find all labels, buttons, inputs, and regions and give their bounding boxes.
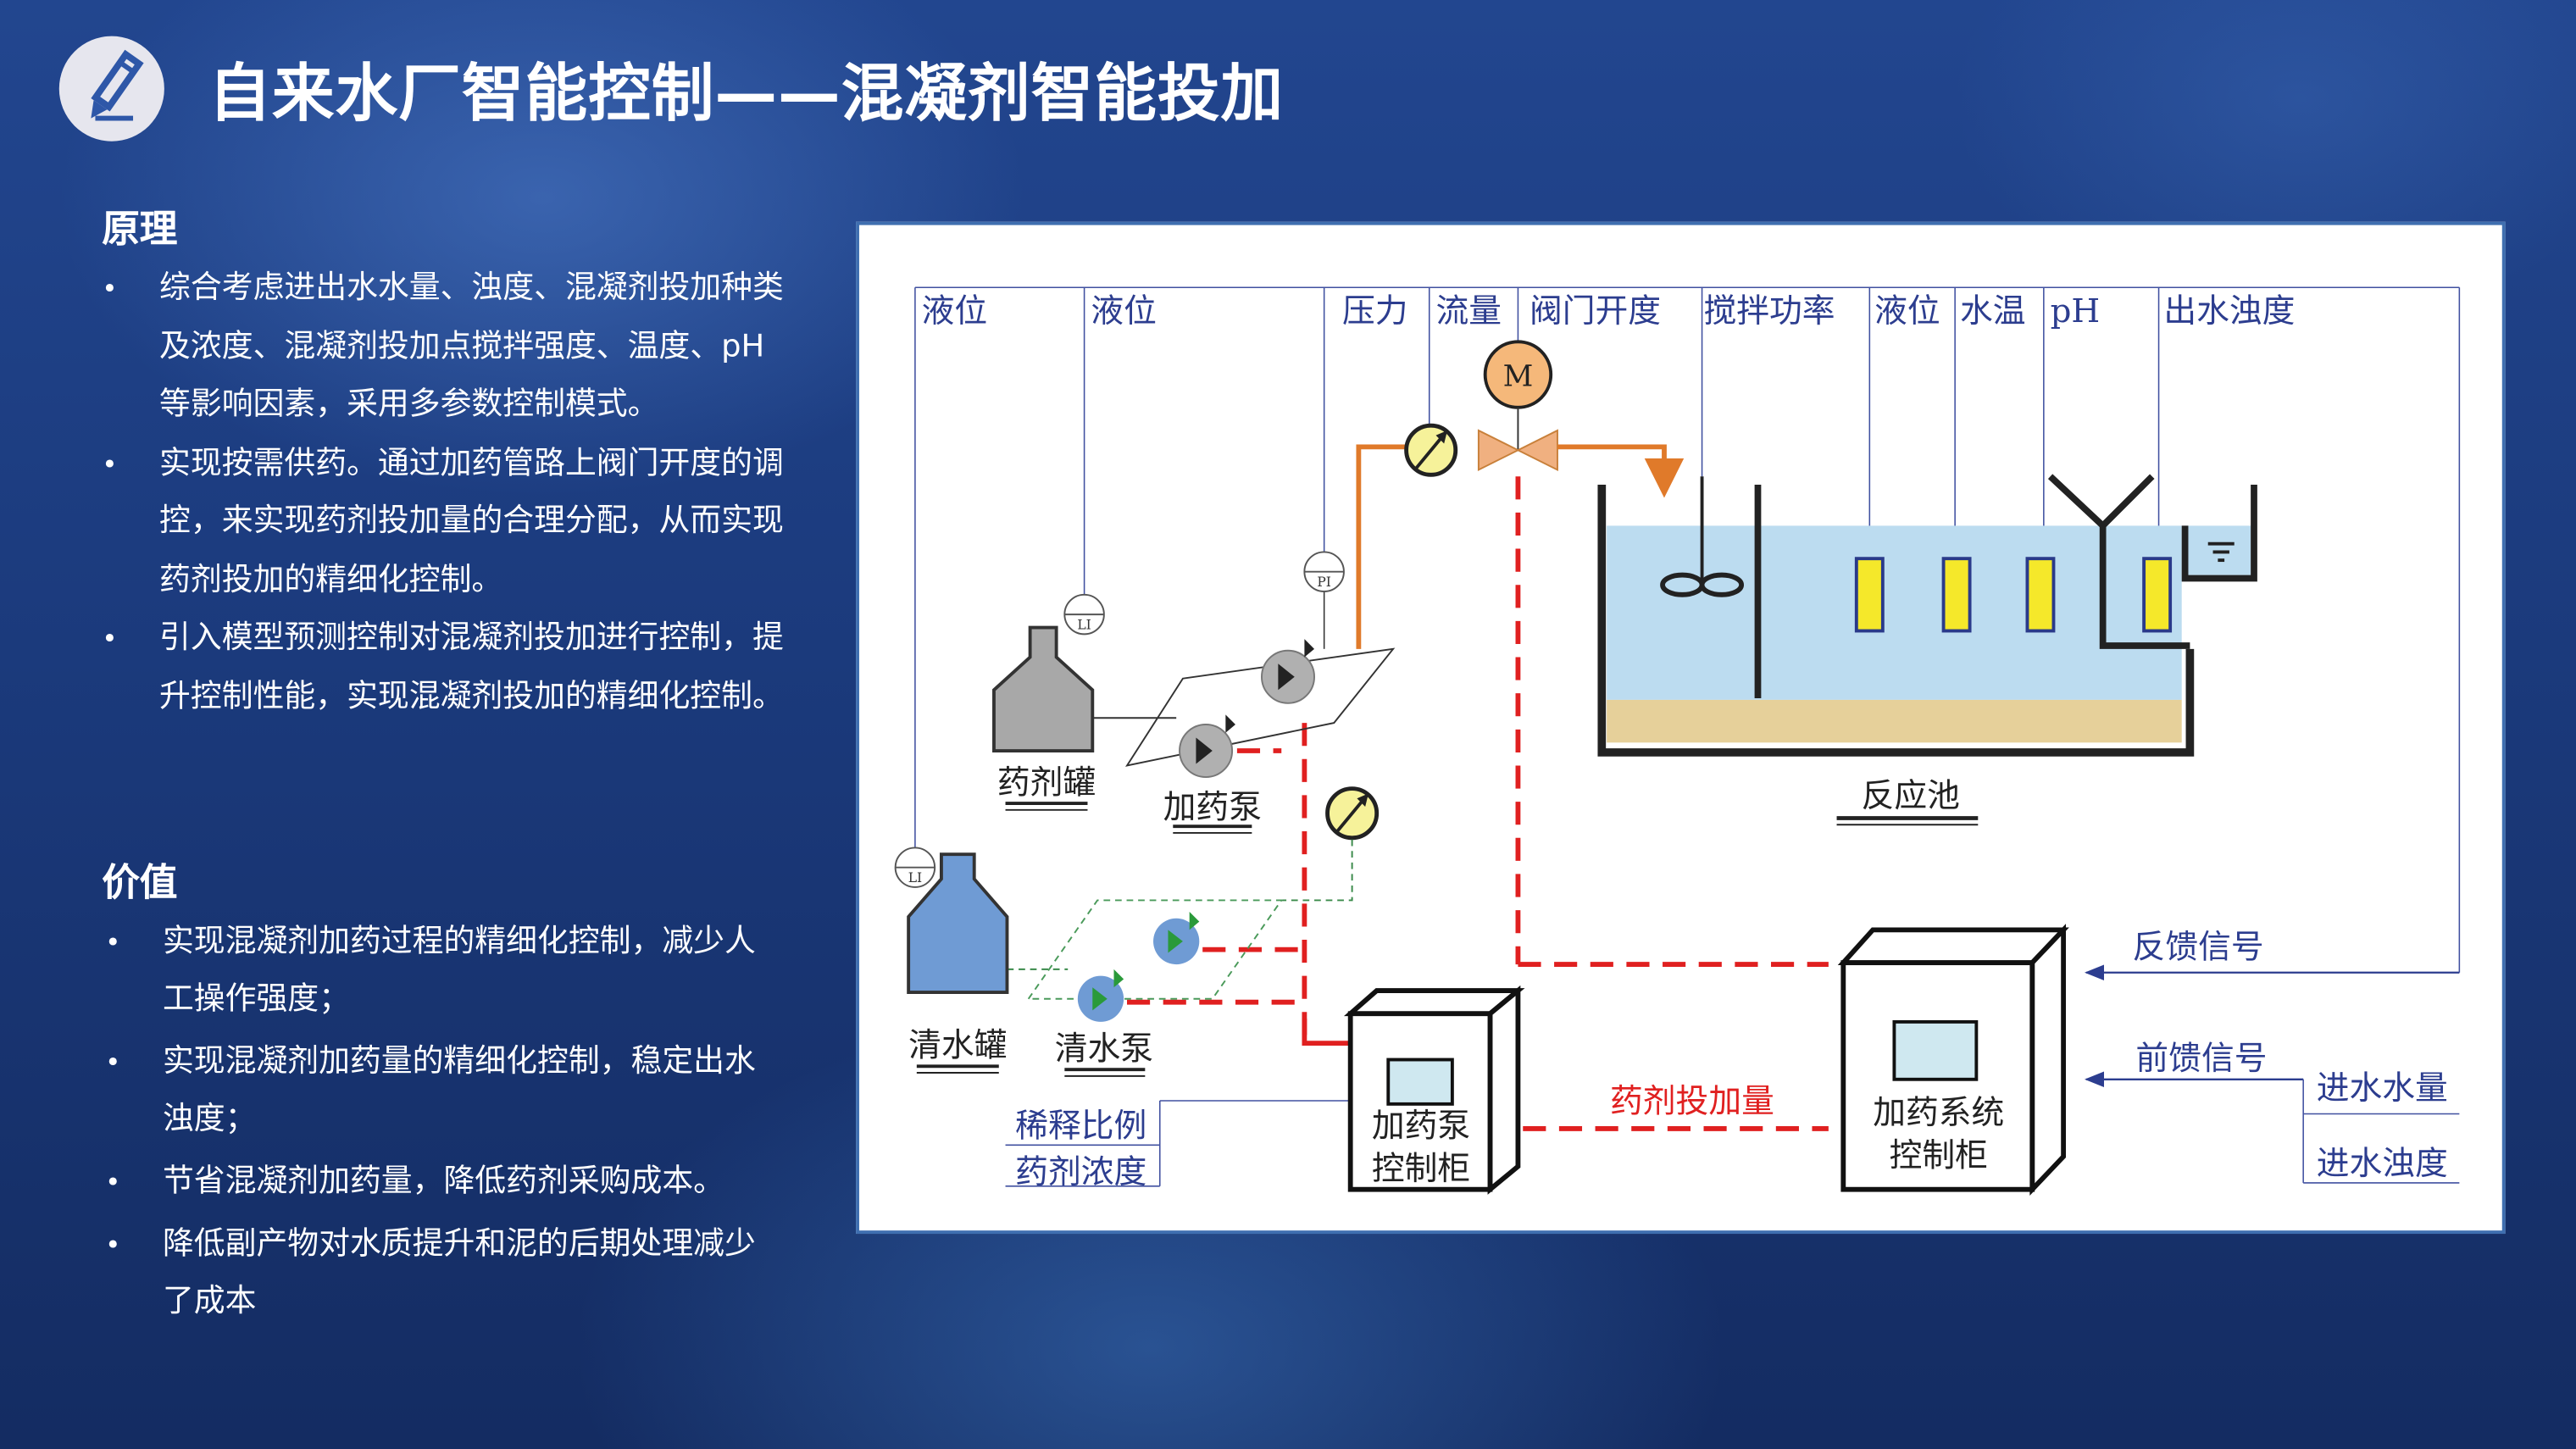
dilution-ratio-label: 稀释比例	[1015, 1108, 1146, 1146]
top-labels: 液位 液位 压力 流量 阀门开度 搅拌功率 液位 水温 pH 出水浊度	[922, 292, 2296, 330]
dose-amount-label: 药剂投加量	[1610, 1083, 1774, 1121]
label-outlet-turbidity: 出水浊度	[2163, 292, 2295, 330]
valve-icon	[1477, 429, 1520, 472]
principle-list: •综合考虑进出水水量、浊度、混凝剂投加种类及浓度、混凝剂投加点搅拌强度、温度、p…	[102, 259, 784, 726]
list-item: •实现混凝剂加药量的精细化控制，稳定出水浊度；	[105, 1043, 756, 1137]
dosing-pipe	[1356, 444, 1407, 649]
system-control-cabinet	[1837, 924, 2069, 1196]
flowmeter-icon	[1404, 423, 1458, 477]
reaction-tank-label: 反应池	[1862, 777, 1960, 815]
label-level-1: 液位	[922, 292, 988, 330]
pi-label: PI	[1317, 575, 1331, 590]
li-label: LI	[908, 870, 922, 886]
list-item: •降低副产物对水质提升和泥的后期处理减少了成本	[105, 1225, 756, 1319]
label-pressure: 压力	[1342, 292, 1408, 330]
feedback-signal-label: 反馈信号	[2133, 928, 2264, 966]
system-cabinet-label: 加药系统	[1873, 1094, 2004, 1132]
value-list: •实现混凝剂加药过程的精细化控制，减少人工操作强度； •实现混凝剂加药量的精细化…	[105, 913, 780, 1330]
label-flow: 流量	[1435, 292, 1502, 330]
list-item: •实现混凝剂加药过程的精细化控制，减少人工操作强度；	[105, 923, 756, 1018]
concentration-label: 药剂浓度	[1015, 1153, 1146, 1191]
dose-signal-lines	[1127, 476, 1829, 1131]
clear-water-pump-icon	[1077, 912, 1200, 1022]
label-level-2: 液位	[1091, 292, 1157, 330]
motor-label: M	[1503, 360, 1534, 394]
label-water-temp: 水温	[1960, 292, 2026, 330]
pump-cabinet-label: 控制柜	[1372, 1150, 1470, 1188]
list-item: •节省混凝剂加药量，降低药剂采购成本。	[105, 1163, 725, 1200]
principle-heading: 原理	[102, 208, 178, 252]
dosing-pump-label: 加药泵	[1163, 789, 1262, 827]
reaction-tank	[1597, 474, 2257, 757]
clear-water-tank	[907, 852, 1009, 994]
label-ph: pH	[2051, 292, 2101, 330]
bullet-text: 引入模型预测控制对混凝剂投加进行控制，提升控制性能，实现混凝剂投加的精细化控制。	[159, 619, 784, 714]
list-item: •实现按需供药。通过加药管路上阀门开度的调控，来实现药剂投加量的合理分配，从而实…	[102, 444, 784, 597]
bullet-text: 实现按需供药。通过加药管路上阀门开度的调控，来实现药剂投加量的合理分配，从而实现…	[159, 444, 784, 597]
list-item: •综合考虑进出水水量、浊度、混凝剂投加种类及浓度、混凝剂投加点搅拌强度、温度、p…	[102, 269, 784, 423]
li-label: LI	[1077, 618, 1091, 633]
clear-pump-label: 清水泵	[1055, 1030, 1153, 1069]
label-level-3: 液位	[1874, 292, 1940, 330]
signal-lines	[914, 286, 2461, 1187]
list-item: •引入模型预测控制对混凝剂投加进行控制，提升控制性能，实现混凝剂投加的精细化控制…	[102, 619, 784, 714]
chemical-tank-label: 药剂罐	[997, 763, 1096, 802]
system-cabinet-label: 控制柜	[1890, 1137, 1988, 1175]
feedforward-signal-label: 前馈信号	[2135, 1040, 2267, 1078]
label-mixing-power: 搅拌功率	[1704, 292, 1835, 330]
gauge-icon	[1325, 786, 1380, 841]
pump-control-cabinet	[1343, 985, 1525, 1195]
dosing-pump-icon	[1179, 639, 1315, 779]
inflow-volume-label: 进水水量	[2317, 1069, 2448, 1108]
pencil-icon	[58, 36, 164, 142]
bullet-text: 节省混凝剂加药量，降低药剂采购成本。	[162, 1163, 725, 1200]
sensor-probes	[1854, 557, 2173, 633]
chemical-tank	[992, 625, 1095, 752]
clear-tank-label: 清水罐	[908, 1027, 1007, 1065]
inflow-turbidity-label: 进水浊度	[2317, 1145, 2448, 1183]
bullet-text: 实现混凝剂加药过程的精细化控制，减少人工操作强度；	[162, 923, 756, 1018]
value-heading: 价值	[102, 862, 178, 906]
bullet-text: 降低副产物对水质提升和泥的后期处理减少了成本	[162, 1225, 756, 1319]
bullet-text: 综合考虑进出水水量、浊度、混凝剂投加种类及浓度、混凝剂投加点搅拌强度、温度、pH…	[159, 269, 784, 423]
pump-cabinet-label: 加药泵	[1372, 1108, 1470, 1146]
page-title: 自来水厂智能控制——混凝剂智能投加	[208, 57, 1285, 130]
bullet-text: 实现混凝剂加药量的精细化控制，稳定出水浊度；	[162, 1043, 756, 1137]
label-valve-opening: 阀门开度	[1530, 292, 1661, 330]
